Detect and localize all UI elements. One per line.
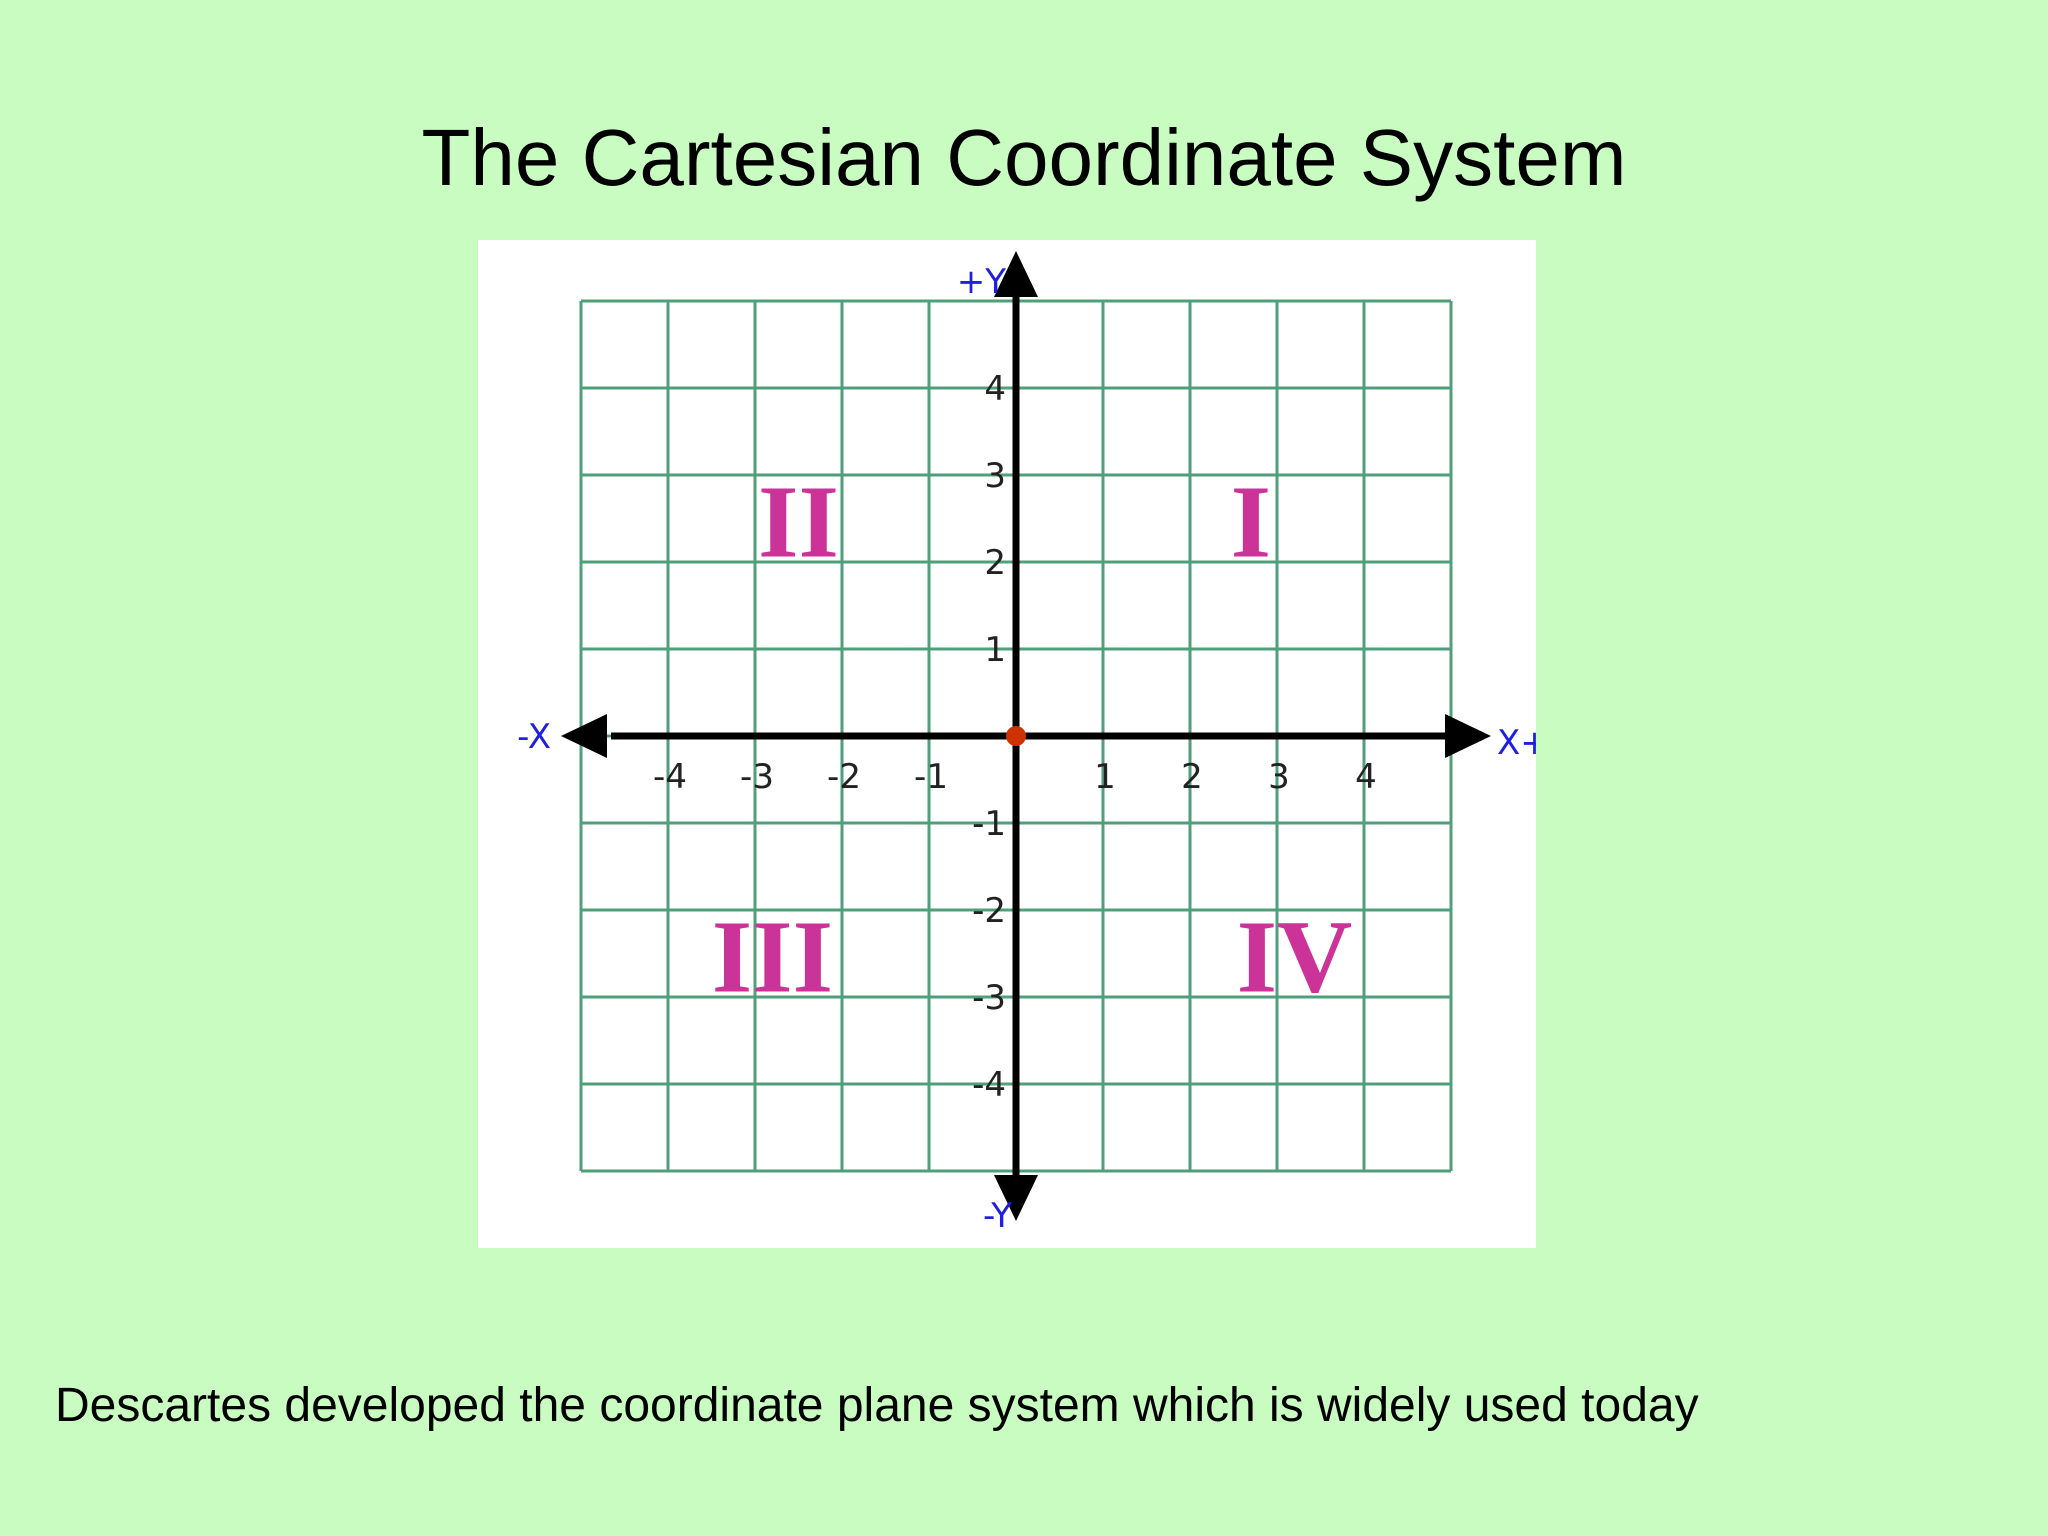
y-tick-label: 1 — [984, 630, 1006, 670]
x-tick-label: -4 — [653, 757, 687, 797]
arrow-up-icon — [994, 251, 1038, 297]
quadrant-label: II — [758, 465, 839, 580]
y-tick-label: -1 — [972, 804, 1006, 844]
origin-point — [1006, 726, 1026, 746]
arrow-left-icon — [561, 714, 607, 758]
x-tick-label: 1 — [1094, 757, 1116, 797]
slide-title: The Cartesian Coordinate System — [421, 113, 1627, 202]
axis-label-pos-x: X+ — [1497, 723, 1536, 763]
x-tick-label: -1 — [914, 757, 948, 797]
y-tick-label: -2 — [972, 891, 1006, 931]
slide-caption: Descartes developed the coordinate plane… — [55, 1379, 1699, 1432]
axis-label-neg-y: -Y — [983, 1196, 1012, 1236]
x-tick-label: 2 — [1181, 757, 1203, 797]
x-tick-label: 4 — [1355, 757, 1377, 797]
quadrant-label: I — [1231, 465, 1271, 580]
y-tick-label: 4 — [984, 369, 1006, 409]
quadrant-label: IV — [1237, 900, 1353, 1015]
x-tick-label: -3 — [740, 757, 774, 797]
y-tick-label: 2 — [984, 543, 1006, 583]
axis-label-pos-y: +Y — [957, 262, 1006, 302]
axes — [561, 251, 1491, 1221]
y-tick-label: -3 — [972, 978, 1006, 1018]
quadrant-label: III — [712, 900, 833, 1015]
arrow-right-icon — [1445, 714, 1491, 758]
x-tick-label: -2 — [827, 757, 861, 797]
y-tick-label: -4 — [972, 1065, 1006, 1105]
x-tick-label: 3 — [1268, 757, 1290, 797]
arrow-down-icon — [994, 1175, 1038, 1221]
y-tick-label: 3 — [984, 456, 1006, 496]
axis-label-neg-x: -X — [517, 717, 551, 757]
